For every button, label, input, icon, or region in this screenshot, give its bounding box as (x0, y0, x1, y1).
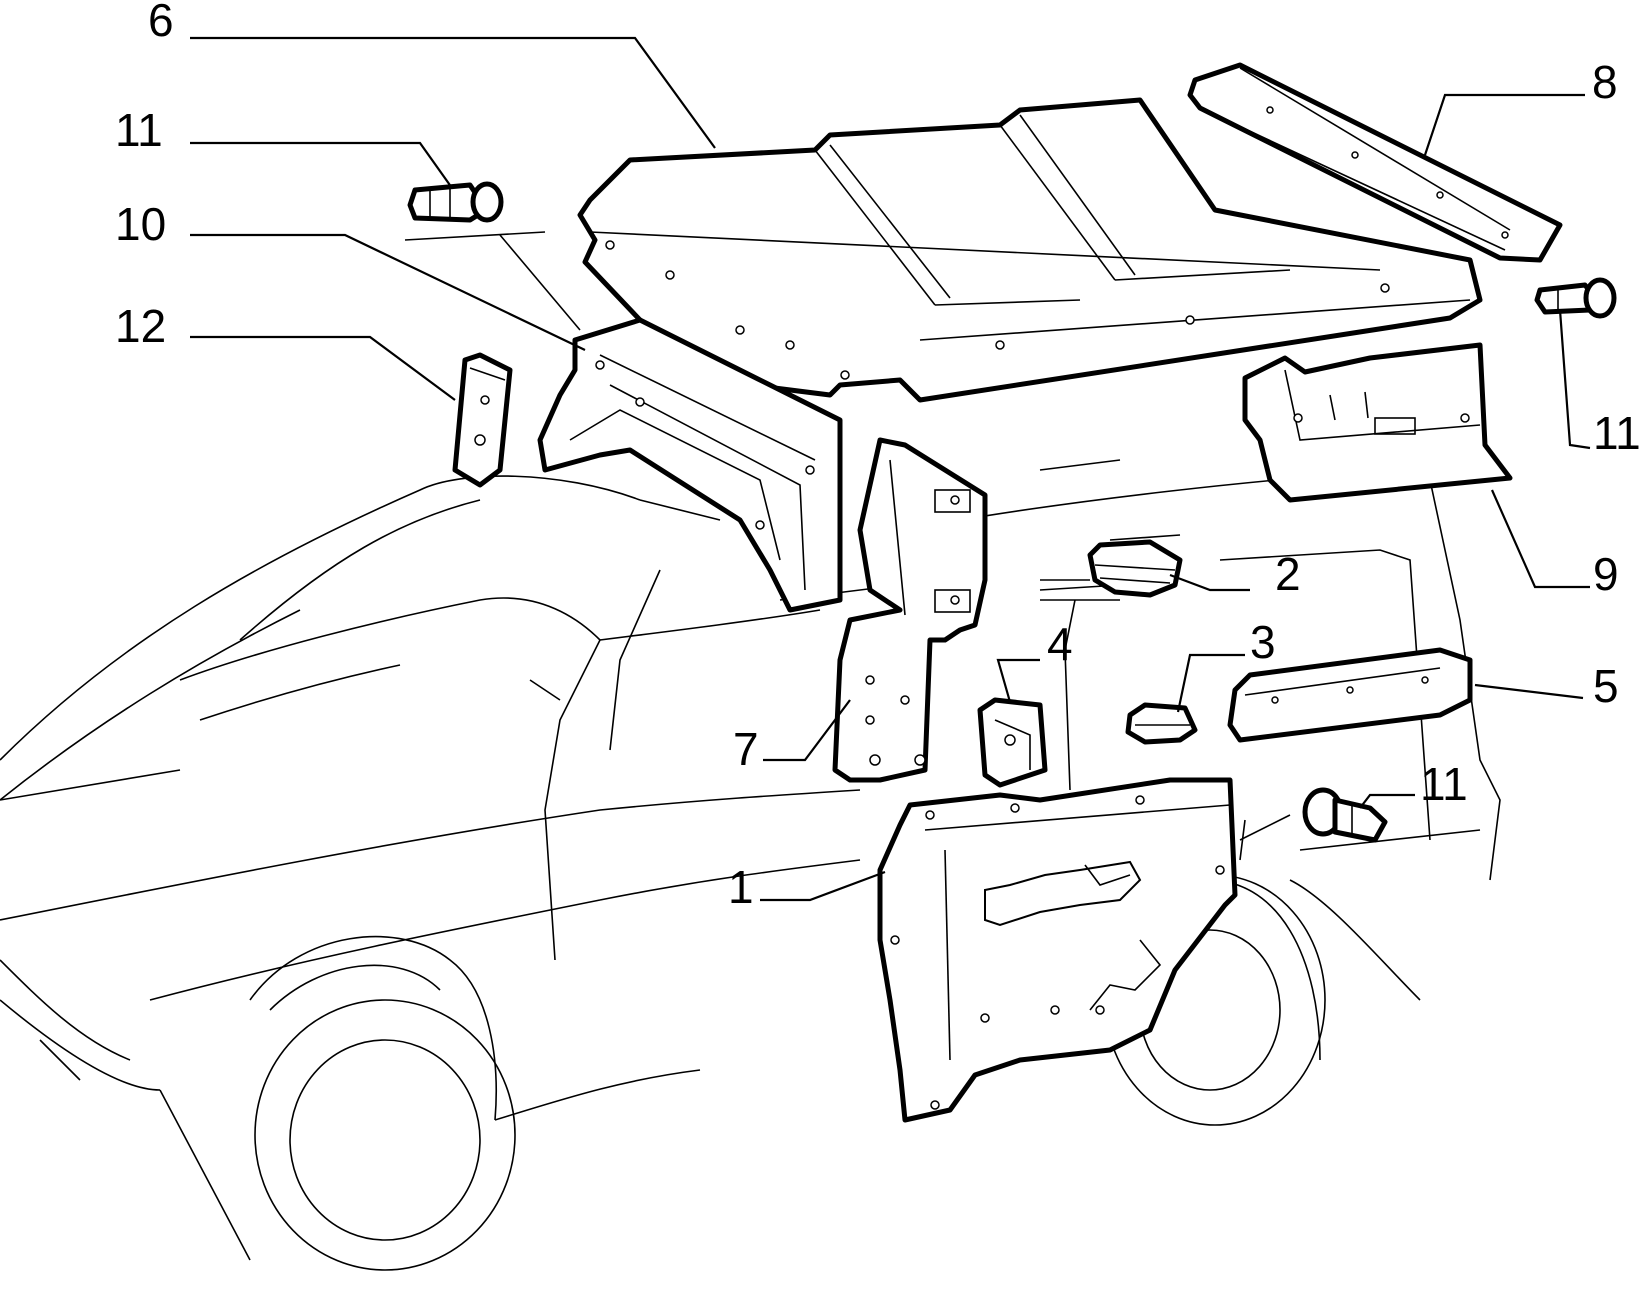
car-body-outline (0, 459, 1501, 1271)
part-5-sill-trim (1227, 647, 1473, 743)
part-8-rear-roof-rail (1187, 62, 1563, 263)
part-2-lamp (1087, 539, 1183, 598)
callout-11-lower: 11 (1420, 758, 1468, 810)
part-4-clip (977, 697, 1048, 788)
leader-lines (190, 36, 1591, 902)
callout-9: 9 (1593, 548, 1619, 600)
callout-12: 12 (115, 300, 166, 352)
guide-lines (404, 231, 1291, 861)
part-11-fastener-top-left (407, 181, 504, 223)
callout-7: 7 (733, 723, 759, 775)
part-7-pillar-trim (832, 437, 988, 783)
part-10-pillar-trim (537, 317, 843, 613)
callout-8: 8 (1592, 56, 1618, 108)
callout-2: 2 (1275, 548, 1301, 600)
callout-5: 5 (1593, 660, 1619, 712)
callout-labels: 6 11 10 12 8 11 9 2 3 4 5 7 11 1 (115, 0, 1641, 913)
callout-6: 6 (148, 0, 174, 46)
part-9-rear-upper-trim (1242, 342, 1513, 503)
part-11-fastener-right (1534, 277, 1617, 319)
part-6-roof-headliner (577, 97, 1483, 403)
callout-10: 10 (115, 198, 166, 250)
callout-11-right: 11 (1593, 407, 1641, 459)
callout-11-top-left: 11 (115, 104, 163, 156)
callout-3: 3 (1250, 616, 1276, 668)
callout-1: 1 (728, 861, 754, 913)
part-3-cap (1125, 702, 1198, 745)
callout-4: 4 (1047, 618, 1073, 670)
part-1-quarter-trim-panel (877, 777, 1238, 1123)
part-11-fastener-lower (1302, 787, 1388, 843)
part-12-bracket (452, 352, 513, 488)
